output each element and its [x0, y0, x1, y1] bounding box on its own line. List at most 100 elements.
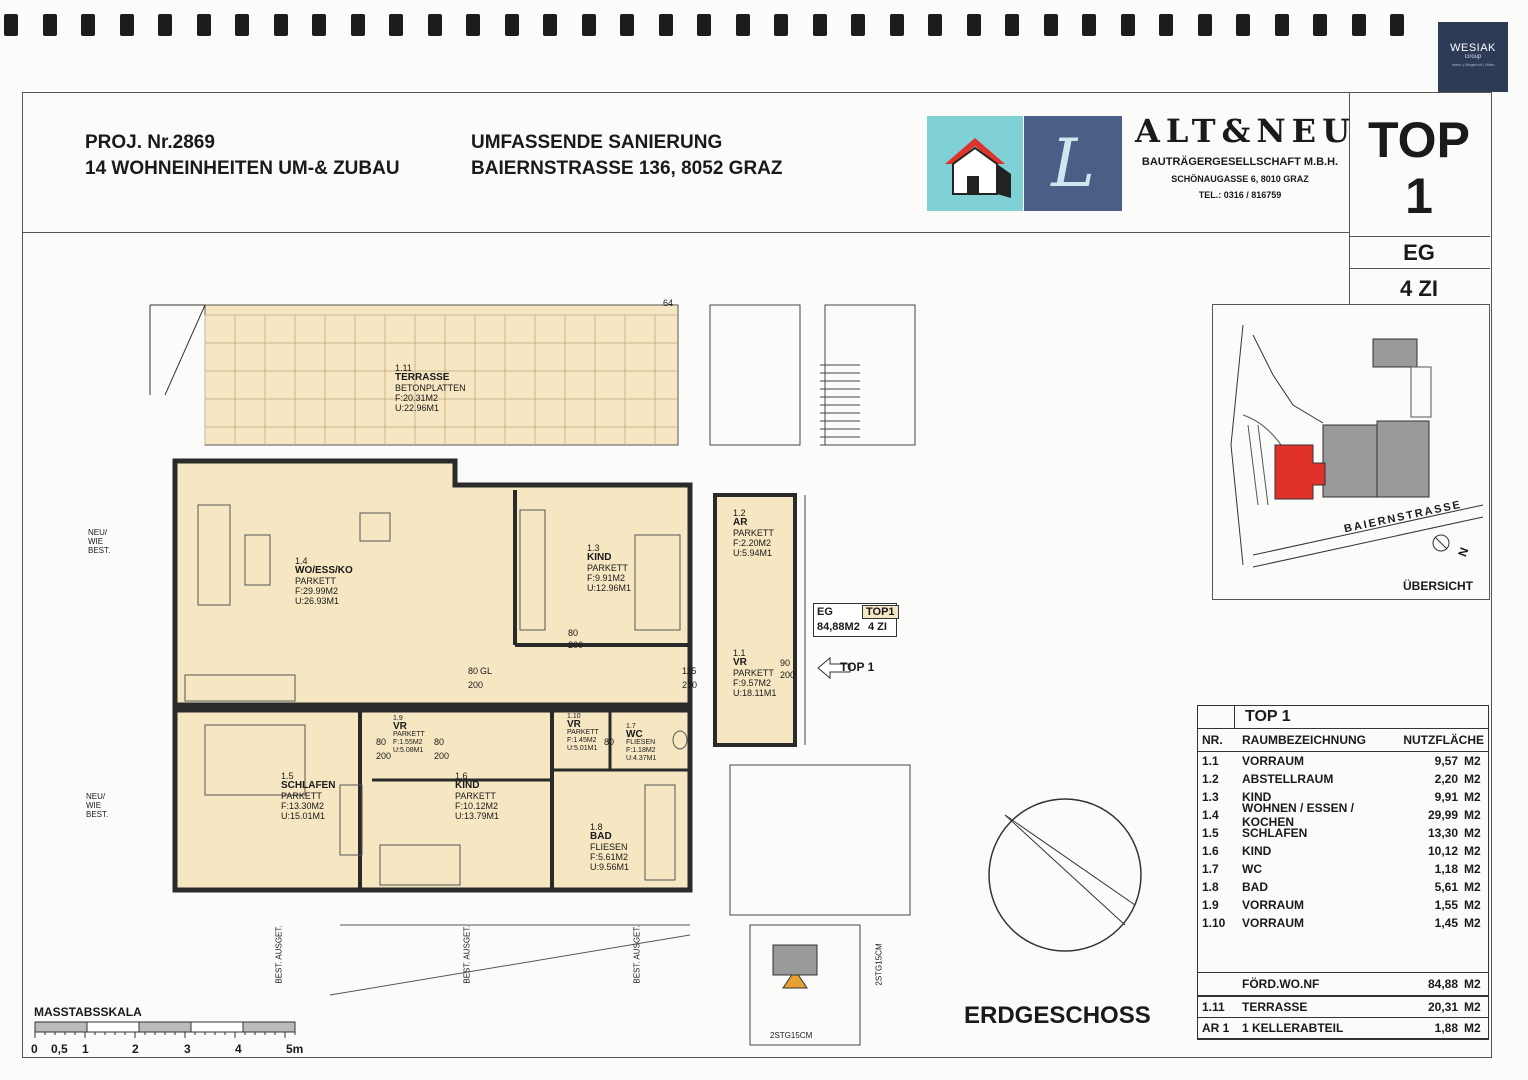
room-area: F:9.91M2 [587, 573, 626, 583]
cell-name: SCHLAFEN [1242, 826, 1308, 840]
cell-name: VORRAUM [1242, 898, 1304, 912]
scale-tick-4: 4 [235, 1042, 242, 1056]
room-name: KIND [455, 780, 480, 791]
cell-name: BAD [1242, 880, 1268, 894]
cell-nr: AR 1 [1202, 1021, 1230, 1035]
l-letter: L [1051, 125, 1095, 202]
brand-name: ALT&NEU [1135, 112, 1356, 150]
room-name: WO/ESS/KO [295, 565, 353, 576]
table-title-row: TOP 1 [1198, 706, 1488, 729]
room-no: 1.2 [733, 508, 746, 518]
room-area: F:10.12M2 [455, 801, 499, 811]
cell-name: TERRASSE [1242, 1000, 1308, 1014]
room-finish: BETONPLATTEN [395, 383, 466, 393]
room-perimeter: U:5.94M1 [733, 548, 773, 558]
note-stg-2: 2STG15CM [770, 1031, 813, 1040]
title-block: UMFASSENDE SANIERUNG BAIERNSTRASSE 136, … [471, 130, 783, 182]
room-area: F:5.61M2 [590, 852, 629, 862]
cell-name: KIND [1242, 790, 1272, 804]
house-logo [927, 116, 1023, 211]
binding-ring [1043, 14, 1058, 36]
room-area: F:13.30M2 [281, 801, 325, 811]
cell-area: 9,57 [1434, 754, 1458, 768]
binding-ring [1005, 14, 1019, 36]
room-label-kind-1: 1.3 KIND PARKETT F:9.91M2 U:12.96M1 [587, 543, 631, 593]
cell-area: 1,55 [1434, 898, 1458, 912]
room-no: 1.9 [393, 715, 403, 722]
binding-ring [389, 14, 403, 36]
binding-ring [543, 14, 557, 36]
project-description: 14 WOHNEINHEITEN UM-& ZUBAU [85, 158, 400, 179]
binding-ring [1120, 14, 1135, 36]
room-perimeter: U:13.79M1 [455, 811, 500, 821]
cell-area: 29,99 [1427, 808, 1458, 822]
room-finish: FLIESEN [626, 739, 656, 746]
cell-area: 1,45 [1434, 916, 1458, 930]
binding-ring [581, 14, 596, 36]
scale-tick-3: 3 [184, 1042, 191, 1056]
cell-unit: M2 [1464, 790, 1481, 804]
room-name: SCHLAFEN [281, 780, 336, 791]
room-finish: PARKETT [295, 576, 336, 586]
room-name: VR [733, 657, 747, 668]
cell-nr: 1.3 [1202, 790, 1219, 804]
binding-ring [1274, 14, 1289, 36]
room-finish: PARKETT [567, 729, 599, 736]
binding-ring [273, 14, 288, 36]
dim-210: 210 [682, 680, 698, 690]
binding-ring [658, 14, 673, 36]
wesiak-logo: WESIAK Group Immo | Wagerhof | Wien [1438, 22, 1508, 92]
site-plan-drawing [1230, 324, 1484, 568]
room-no: 1.10 [567, 713, 581, 720]
room-name: TERRASSE [395, 372, 450, 383]
binding-ring [312, 14, 326, 36]
site-caption: ÜBERSICHT [1403, 579, 1474, 593]
room-perimeter: U:22.96M1 [395, 403, 440, 413]
room-area: F:1.55M2 [393, 739, 423, 746]
room-name: VR [393, 721, 407, 732]
room-no: 1.6 [455, 771, 468, 781]
dim-115: 115 [682, 666, 697, 676]
unit-top: TOP [1368, 112, 1470, 168]
floor-title: ERDGESCHOSS [964, 1002, 1151, 1029]
side-divider-1 [1349, 236, 1490, 237]
room-perimeter: U:4.37M1 [626, 755, 657, 762]
brand-company: BAUTRÄGERGESELLSCHAFT M.B.H. [1141, 156, 1339, 168]
cell-name: WC [1242, 862, 1262, 876]
header-divider [22, 232, 1350, 233]
unit-number: 1 [1405, 168, 1433, 224]
cell-nr: 1.4 [1202, 808, 1219, 822]
scale-tick-1: 1 [82, 1042, 89, 1056]
room-area: F:20.31M2 [395, 393, 439, 403]
cell-unit: M2 [1464, 1021, 1481, 1035]
binding-ring [81, 14, 95, 36]
site-plan: BAIERNSTRASSE N ÜBERSICHT [1212, 304, 1490, 600]
binding-ring [42, 14, 57, 36]
cell-area: 10,12 [1427, 844, 1458, 858]
room-name: KIND [587, 552, 612, 563]
header-nr: NR. [1202, 733, 1223, 747]
scale-tick-5: 5m [286, 1042, 304, 1056]
house-icon [945, 138, 1011, 198]
binding-ring [1236, 14, 1250, 36]
table-total-row: FÖRD.WO.NF 84,88 M2 [1198, 972, 1488, 995]
room-label-wc: 1.7 WC FLIESEN F:1.18M2 U:4.37M1 [626, 723, 656, 763]
project-address: BAIERNSTRASSE 136, 8052 GRAZ [471, 158, 783, 179]
binding-ring [966, 14, 981, 36]
room-area: F:29.99M2 [295, 586, 339, 596]
side-divider-2 [1349, 268, 1490, 269]
cell-name: ABSTELLRAUM [1242, 772, 1334, 786]
dim-80-e: 80 [604, 737, 615, 747]
room-label-kind-2: 1.6 KIND PARKETT F:10.12M2 U:13.79M1 [455, 771, 499, 821]
binding-ring [1197, 14, 1212, 36]
dim-200-d: 200 [434, 751, 450, 761]
room-area: F:1.18M2 [626, 747, 656, 754]
cell-name: 1 KELLERABTEIL [1242, 1021, 1344, 1035]
binding-ring [235, 14, 249, 36]
